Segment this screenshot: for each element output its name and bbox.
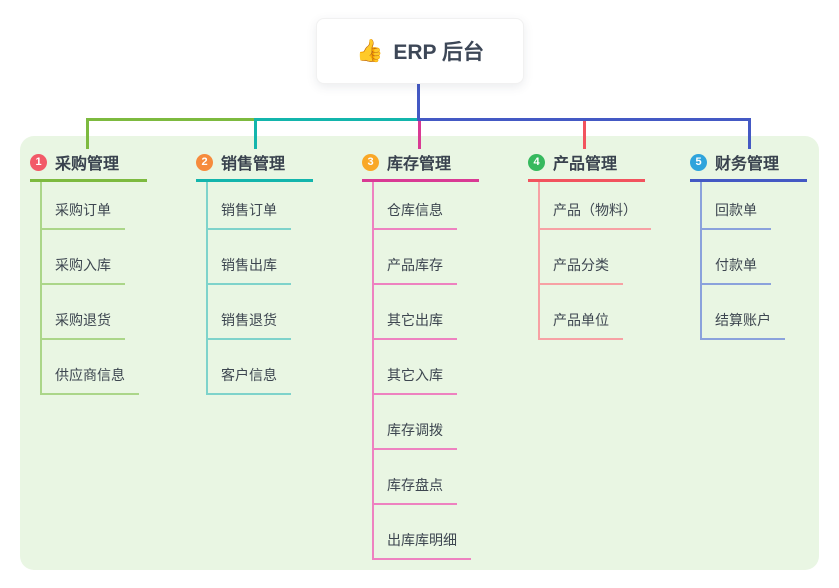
branch-product-management: 4 产品管理 产品（物料） 产品分类 产品单位 xyxy=(528,150,651,340)
node-product-material[interactable]: 产品（物料） xyxy=(538,182,651,230)
node-product-category[interactable]: 产品分类 xyxy=(538,230,645,285)
branch-purchase-management: 1 采购管理 采购订单 采购入库 采购退货 供应商信息 xyxy=(30,150,147,395)
branch-items: 销售订单 销售出库 销售退货 客户信息 xyxy=(206,182,313,395)
node-other-outbound[interactable]: 其它出库 xyxy=(372,285,479,340)
branch-inventory-management: 3 库存管理 仓库信息 产品库存 其它出库 其它入库 库存调拨 库存盘点 出库库… xyxy=(362,150,479,560)
node-stock-transfer[interactable]: 库存调拨 xyxy=(372,395,479,450)
branch-underline xyxy=(196,179,313,182)
branch-number-badge: 1 xyxy=(30,153,47,171)
branch-label: 采购管理 xyxy=(55,156,120,173)
branch-label: 销售管理 xyxy=(221,156,286,173)
root-title: ERP 后台 xyxy=(393,41,485,64)
root-node-erp-backend[interactable]: 👍 ERP 后台 xyxy=(316,18,524,84)
branch-label: 库存管理 xyxy=(387,156,452,173)
node-purchase-return[interactable]: 采购退货 xyxy=(40,285,147,340)
branch-header-purchase[interactable]: 1 采购管理 xyxy=(30,150,147,174)
node-product-unit[interactable]: 产品单位 xyxy=(538,285,645,340)
node-stock-count[interactable]: 库存盘点 xyxy=(372,450,479,505)
node-sales-return[interactable]: 销售退货 xyxy=(206,285,313,340)
branch-header-finance[interactable]: 5 财务管理 xyxy=(690,150,807,174)
branch-header-inventory[interactable]: 3 库存管理 xyxy=(362,150,479,174)
branch-sales-management: 2 销售管理 销售订单 销售出库 销售退货 客户信息 xyxy=(196,150,313,395)
branch-items: 回款单 付款单 结算账户 xyxy=(700,182,807,340)
branch-number-badge: 3 xyxy=(362,153,379,171)
branch-items: 产品（物料） 产品分类 产品单位 xyxy=(538,182,651,340)
node-customer-info[interactable]: 客户信息 xyxy=(206,340,313,395)
thumbs-up-icon: 👍 xyxy=(355,38,384,63)
branch-label: 产品管理 xyxy=(553,156,618,173)
node-sales-order[interactable]: 销售订单 xyxy=(206,182,313,230)
branch-underline xyxy=(30,179,147,182)
branch-label: 财务管理 xyxy=(715,156,780,173)
connector-drop-purchase xyxy=(86,121,89,149)
branch-number-badge: 5 xyxy=(690,153,707,171)
branch-header-product[interactable]: 4 产品管理 xyxy=(528,150,645,174)
node-purchase-order[interactable]: 采购订单 xyxy=(40,182,147,230)
connector-drop-sales xyxy=(254,121,257,149)
branches-panel xyxy=(20,136,819,570)
connector-bus-segment-blue xyxy=(417,118,751,121)
connector-drop-finance xyxy=(748,121,751,149)
branch-number-badge: 4 xyxy=(528,153,545,171)
node-settlement-account[interactable]: 结算账户 xyxy=(700,285,807,340)
branch-header-sales[interactable]: 2 销售管理 xyxy=(196,150,313,174)
node-product-stock[interactable]: 产品库存 xyxy=(372,230,479,285)
connector-drop-product xyxy=(583,121,586,149)
connector-drop-inventory xyxy=(418,121,421,149)
branch-finance-management: 5 财务管理 回款单 付款单 结算账户 xyxy=(690,150,807,340)
branch-number-badge: 2 xyxy=(196,153,213,171)
connector-bus-segment-teal xyxy=(254,118,420,121)
node-payment-doc[interactable]: 付款单 xyxy=(700,230,807,285)
node-purchase-inbound[interactable]: 采购入库 xyxy=(40,230,147,285)
node-sales-outbound[interactable]: 销售出库 xyxy=(206,230,313,285)
node-supplier-info[interactable]: 供应商信息 xyxy=(40,340,147,395)
connector-bus-segment-green xyxy=(86,118,256,121)
branch-items: 采购订单 采购入库 采购退货 供应商信息 xyxy=(40,182,147,395)
branch-items: 仓库信息 产品库存 其它出库 其它入库 库存调拨 库存盘点 出库库明细 xyxy=(372,182,479,560)
node-other-inbound[interactable]: 其它入库 xyxy=(372,340,479,395)
branch-underline xyxy=(362,179,479,182)
connector-root-drop xyxy=(417,80,420,121)
node-receipt-doc[interactable]: 回款单 xyxy=(700,182,807,230)
node-outbound-detail[interactable]: 出库库明细 xyxy=(372,505,479,560)
branch-underline xyxy=(528,179,645,182)
branch-underline xyxy=(690,179,807,182)
node-warehouse-info[interactable]: 仓库信息 xyxy=(372,182,479,230)
